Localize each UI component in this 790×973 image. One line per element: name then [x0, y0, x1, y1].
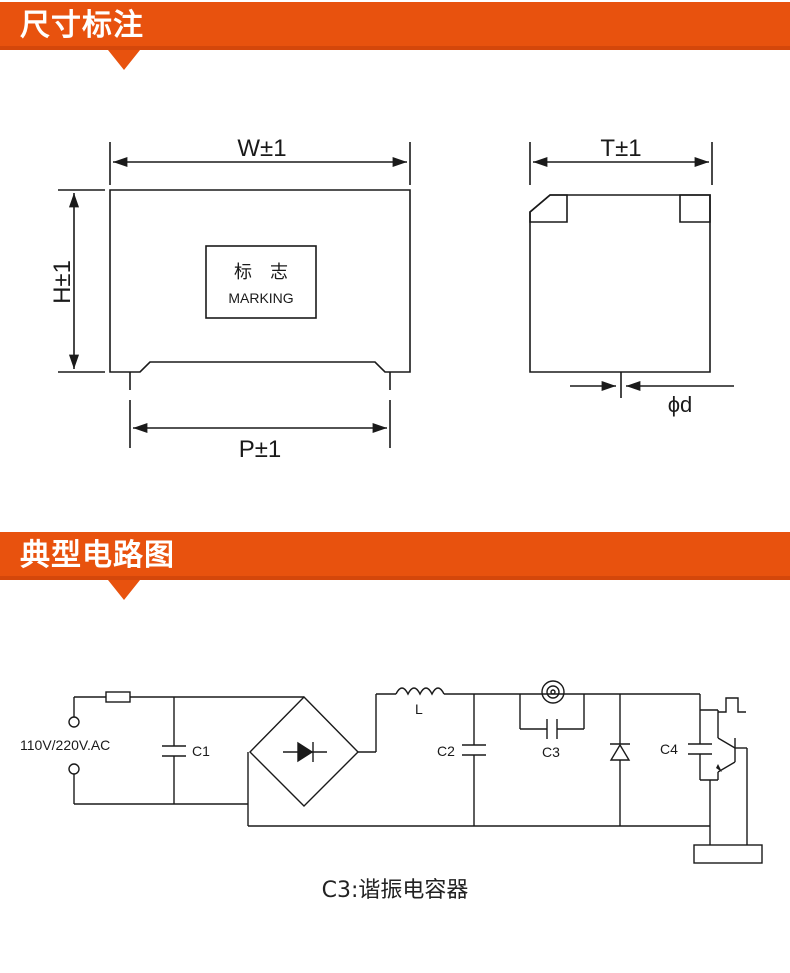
- marking-box: [205, 245, 317, 319]
- width-label: W±1: [237, 135, 286, 162]
- heating-coil: [541, 680, 565, 704]
- pulse-waveform: [718, 697, 746, 713]
- section-banner-dimensions: 尺寸标注: [0, 2, 790, 70]
- dimension-drawing: W±1 P±1 T±1 ϕd H±1 标 志 MARKING: [49, 135, 734, 463]
- c1-label: C1: [192, 743, 210, 759]
- input-terminal-top: [68, 716, 80, 728]
- c4-label: C4: [660, 741, 678, 757]
- marking-en-label: MARKING: [228, 290, 293, 306]
- circuit-diagram: 110V/220V.AC C1 C2 C3 C4 L: [20, 680, 763, 864]
- bridge-rectifier: [249, 696, 359, 807]
- circuit-caption: C3:谐振电容器: [321, 878, 469, 903]
- marking-cn-label: 标 志: [234, 262, 288, 282]
- section-title-dimensions: 尺寸标注: [20, 8, 144, 43]
- height-label: H±1: [49, 260, 76, 304]
- c3-label: C3: [542, 744, 560, 760]
- c2-label: C2: [437, 743, 455, 759]
- pitch-label: P±1: [239, 436, 282, 463]
- banner-shape: [0, 2, 790, 70]
- inductor-label: L: [415, 701, 423, 717]
- fuse-symbol: [105, 691, 131, 703]
- voltage-label: 110V/220V.AC: [20, 737, 110, 753]
- section-title-circuit: 典型电路图: [20, 538, 175, 573]
- capacitor-front-body: [109, 189, 411, 373]
- input-terminal-bottom: [68, 763, 80, 775]
- banner-shape: [0, 532, 790, 600]
- thickness-label: T±1: [600, 135, 641, 162]
- section-banner-circuit: 典型电路图: [0, 532, 790, 600]
- inductor-symbol: [395, 687, 445, 696]
- diameter-label: ϕd: [668, 392, 693, 417]
- driver-block: [693, 844, 763, 864]
